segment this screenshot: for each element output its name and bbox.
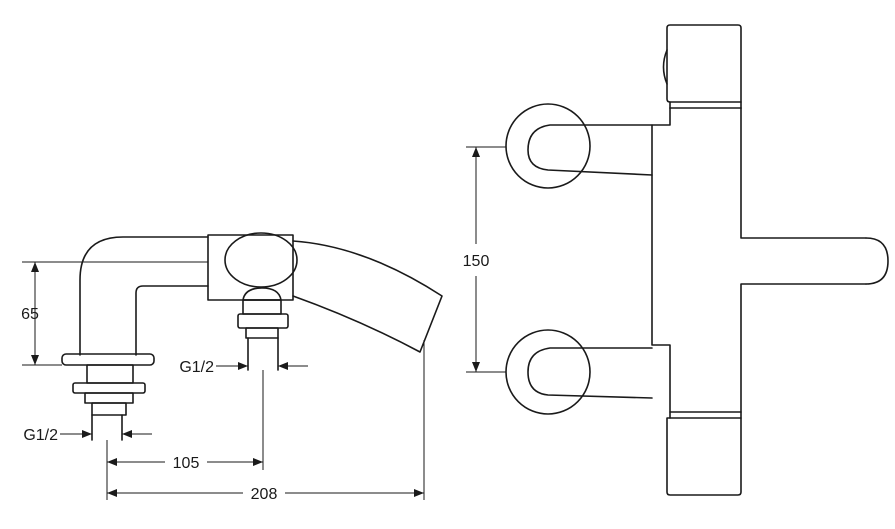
handle-knob [224,232,298,288]
dim-centres-label: 150 [463,253,490,270]
dim-overall-label: 208 [251,486,278,503]
dim-overall: 208 [107,340,425,503]
dim-spacing-label: 105 [173,455,200,472]
pipe-outline [79,236,209,356]
bottom-control [666,417,742,496]
dim-thread-right-label: G1/2 [179,359,214,376]
lower-inlet [505,329,653,415]
spout-outline [292,240,443,353]
upper-inlet [505,103,653,189]
dim-centres: 150 [463,146,506,373]
dim-thread-left: G1/2 [23,427,152,444]
dim-thread-left-label: G1/2 [23,427,58,444]
dim-height-label: 65 [21,306,39,323]
side-view: 65 G1/2 G1/2 105 [21,232,443,503]
dim-spacing: 105 [106,370,264,500]
front-view: 150 [463,24,889,496]
right-shank [237,287,289,371]
valve-body-front [651,107,867,413]
dim-height: 65 [21,261,208,366]
dim-thread-right: G1/2 [179,359,308,376]
left-shank [72,364,146,441]
deck-plate [61,353,155,366]
top-control [666,24,742,103]
right-handle [865,237,889,285]
